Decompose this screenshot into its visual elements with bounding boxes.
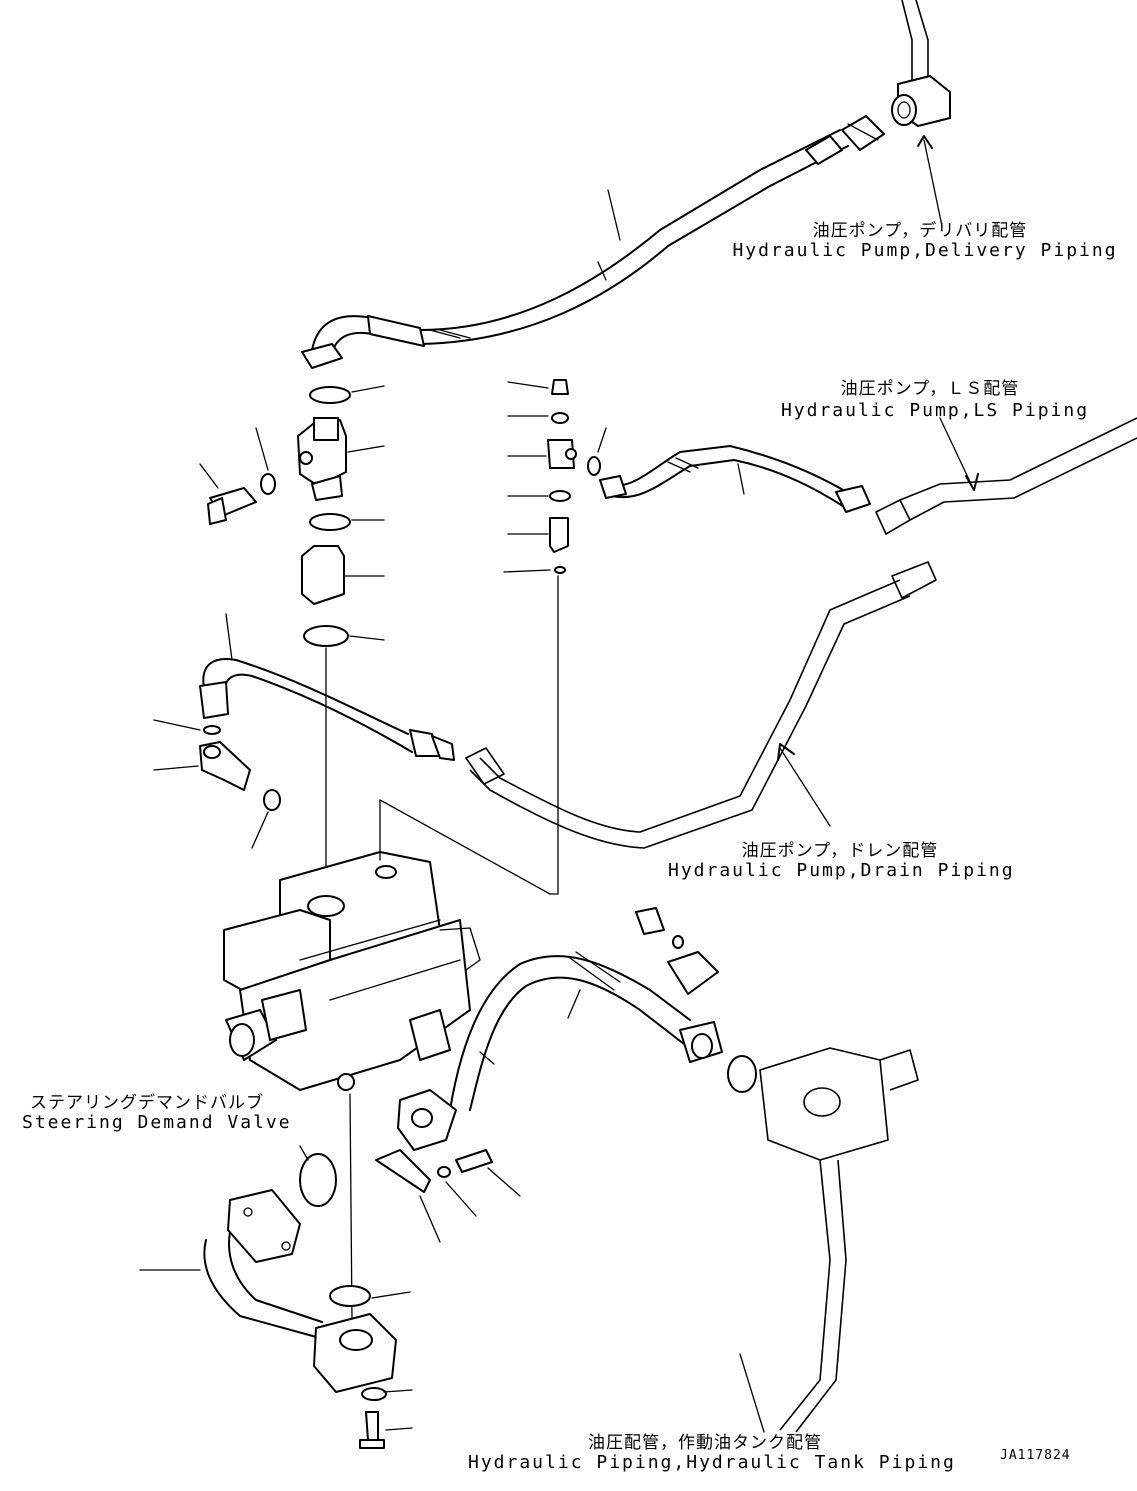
drain-label-jp: 油圧ポンプ，ドレン配管 (741, 841, 939, 861)
middle-hose (153, 613, 455, 849)
valve-label-en: Steering Demand Valve (22, 1112, 292, 1133)
delivery-pipe-top (891, 0, 951, 227)
tank-label-en: Hydraulic Piping,Hydraulic Tank Piping (468, 1452, 956, 1473)
valve-label-jp: ステアリングデマンドバルブ (30, 1093, 264, 1113)
delivery-hose (301, 115, 885, 369)
tank-hose (375, 907, 757, 1243)
ls-label-en: Hydraulic Pump,LS Piping (780, 400, 1090, 421)
right-fitting-stack (503, 379, 607, 895)
drain-label-en: Hydraulic Pump,Drain Piping (668, 860, 1015, 881)
ls-label-jp: 油圧ポンプ，ＬＳ配管 (840, 379, 1020, 399)
lower-left-pipe (139, 1145, 413, 1449)
ls-hose (599, 417, 1137, 535)
drain-pipe (465, 561, 937, 849)
left-fitting-stack (199, 385, 385, 881)
drawing-code: JA117824 (1000, 1448, 1071, 1463)
tank-label-jp: 油圧配管，作動油タンク配管 (588, 1433, 822, 1453)
tank-bracket (739, 1047, 919, 1433)
delivery-label-jp: 油圧ポンプ，デリバリ配管 (812, 221, 1028, 241)
delivery-label-en: Hydraulic Pump,Delivery Piping (732, 240, 1118, 261)
steering-valve-body (223, 799, 551, 1321)
